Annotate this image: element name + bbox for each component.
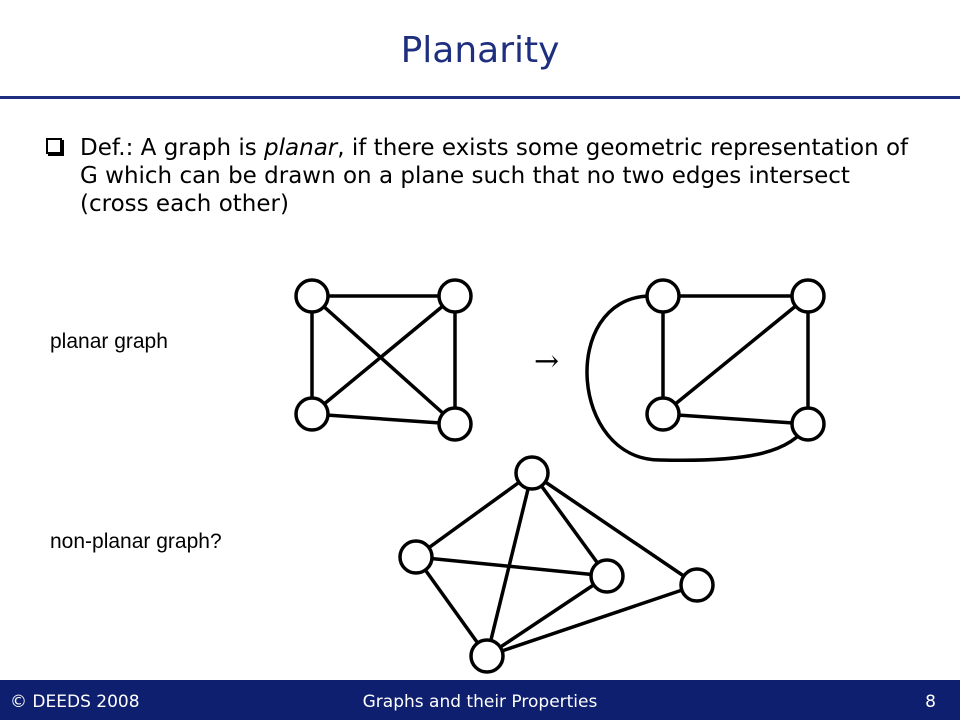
graph-node [679, 567, 715, 603]
edge [414, 555, 489, 658]
graph-node [294, 396, 330, 432]
transform-arrow-icon: → [534, 344, 560, 379]
edge [662, 412, 809, 426]
edge [311, 412, 456, 426]
graph-node [589, 558, 625, 594]
definition-suffix: , if there exists some geometric represe… [80, 135, 909, 217]
footer-title: Graphs and their Properties [362, 692, 598, 712]
curved-edge [585, 294, 810, 463]
edge [486, 583, 698, 658]
definition-emphasis: planar [264, 135, 338, 161]
definition-text: Def.: A graph is planar, if there exists… [80, 134, 916, 218]
graph-node [790, 278, 826, 314]
title-underline [0, 96, 960, 99]
graph-node [294, 278, 330, 314]
graph-questioned [414, 471, 698, 658]
edge [414, 471, 534, 559]
edge [310, 294, 457, 426]
definition-prefix: Def.: A graph is [80, 135, 265, 161]
graph-planar-redrawing [585, 294, 810, 463]
edge [485, 472, 534, 657]
slide-number: 8 [925, 692, 936, 712]
edge [661, 294, 810, 416]
edge [415, 555, 608, 578]
edge [486, 574, 608, 658]
definition-bullet: Def.: A graph is planar, if there exists… [46, 134, 916, 218]
checkbox-bullet-icon [46, 138, 62, 154]
graph-node [437, 406, 473, 442]
footer-bar: © DEEDS 2008 Graphs and their Properties… [0, 680, 960, 720]
graph-node [645, 396, 681, 432]
edge [530, 471, 609, 578]
edge [310, 294, 457, 416]
graph-node [645, 278, 681, 314]
graph-planar-drawing [310, 294, 457, 426]
graph-node [514, 455, 550, 491]
edge [531, 471, 698, 587]
planar-graph-label: planar graph [50, 330, 168, 353]
graph-node [469, 638, 505, 674]
footer-copyright: © DEEDS 2008 [10, 692, 140, 712]
non-planar-graph-label: non-planar graph? [50, 530, 222, 553]
graph-node [790, 406, 826, 442]
graph-node [437, 278, 473, 314]
slide-title: Planarity [400, 30, 560, 71]
graph-node [398, 539, 434, 575]
